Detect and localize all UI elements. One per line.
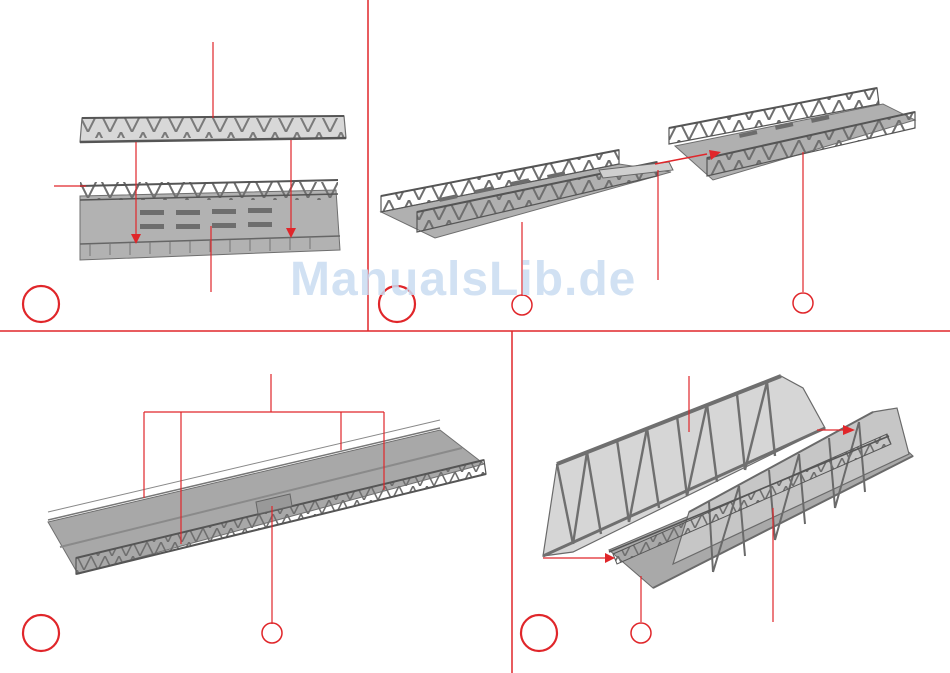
step-marker-circle (23, 286, 59, 322)
step-4-panel (513, 332, 950, 673)
step-marker-circle (521, 615, 557, 651)
side-truss-part (80, 116, 346, 142)
step-1-panel (0, 0, 368, 331)
bridge-deck-part (80, 180, 340, 260)
double-track-deck (48, 420, 486, 574)
bridge-section-right (669, 88, 915, 180)
callout-circle (262, 623, 282, 643)
callout-circle (793, 293, 813, 313)
step-marker-circle (379, 286, 415, 322)
callout-circle (512, 295, 532, 315)
step-marker-circle (23, 615, 59, 651)
callout-circle (631, 623, 651, 643)
step-2-panel (369, 0, 950, 331)
step-3-panel (0, 332, 511, 673)
bridge-section-left (381, 150, 673, 238)
